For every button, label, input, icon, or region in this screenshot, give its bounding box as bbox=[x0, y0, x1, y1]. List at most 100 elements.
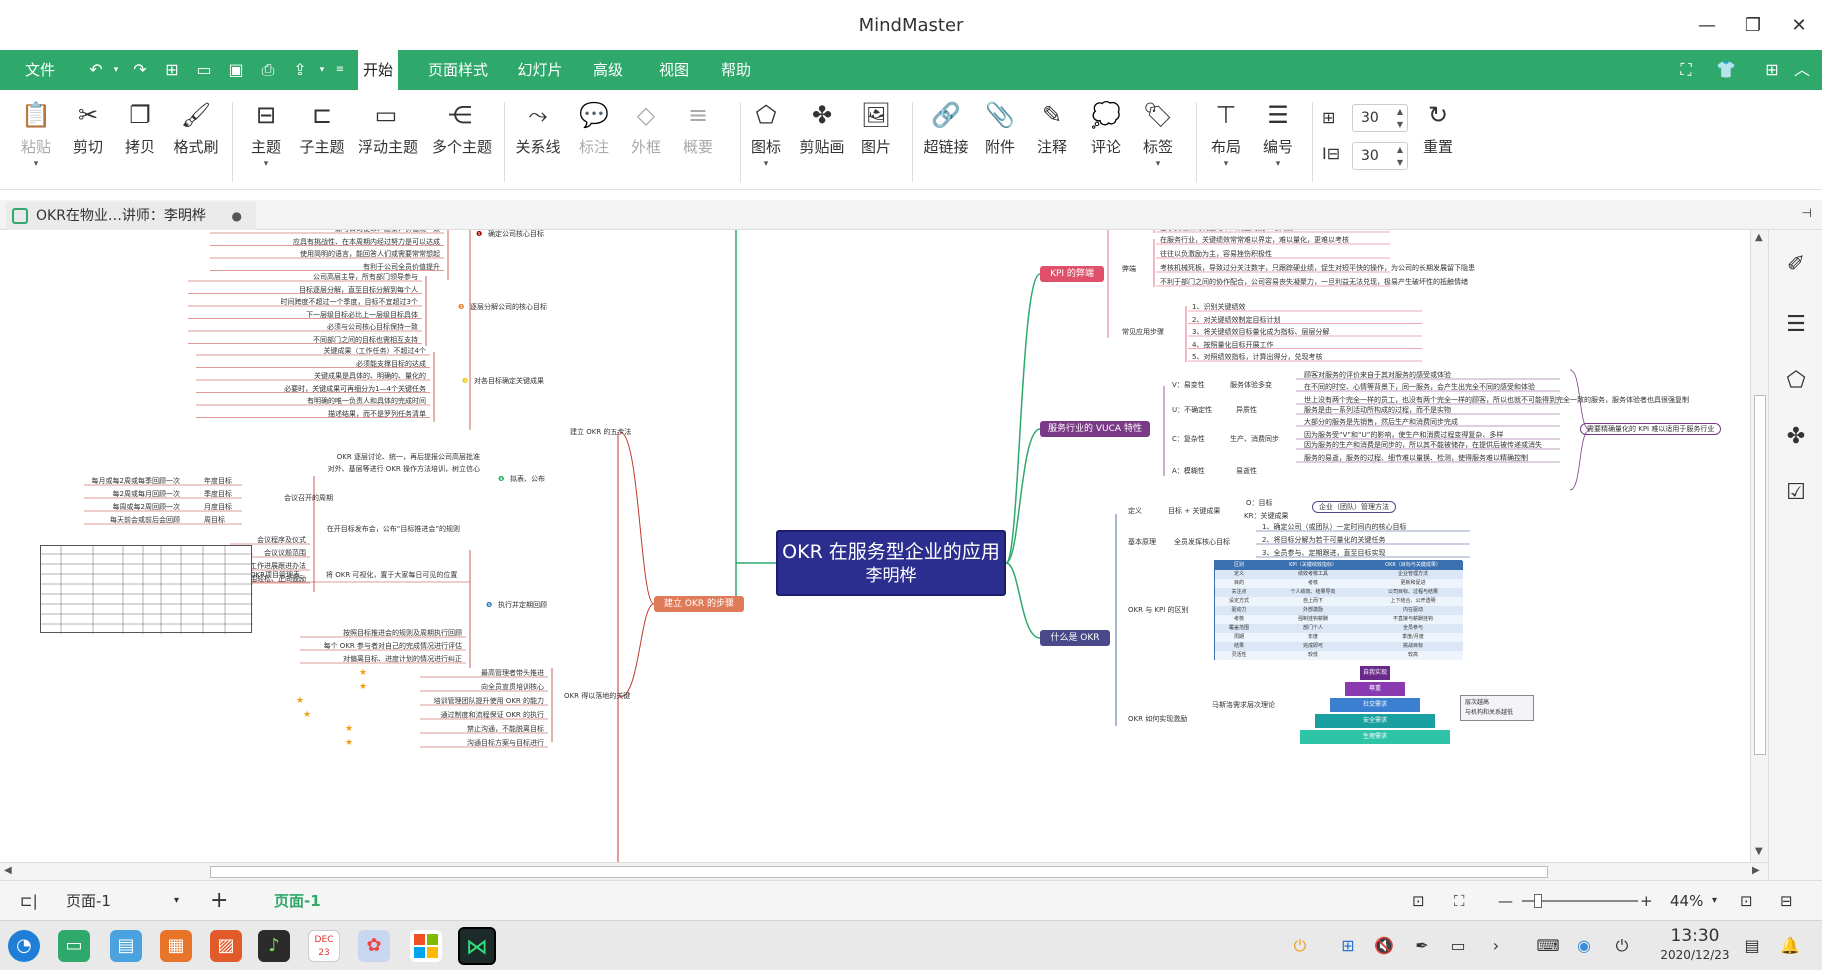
vuca-u-label[interactable]: U：不确定性 bbox=[1172, 406, 1213, 414]
fit-width-icon[interactable]: ⛶ bbox=[1454, 892, 1465, 910]
tab-advanced[interactable]: 高级 bbox=[592, 61, 623, 79]
cut-button[interactable]: ✂ 剪切 bbox=[60, 100, 116, 157]
scroll-right-icon[interactable]: ▶ bbox=[1752, 865, 1760, 876]
okr-definition-key[interactable]: 目标 + 关键成果 bbox=[1168, 507, 1221, 515]
tag-button[interactable]: 🏷 标签 ▾ bbox=[1130, 100, 1186, 169]
horizontal-scroll-thumb[interactable] bbox=[210, 866, 1548, 878]
step4-item[interactable]: 会议召开的周期 bbox=[284, 494, 333, 502]
callout-button[interactable]: 💬 标注 bbox=[566, 100, 622, 157]
maslow-pyramid-image[interactable]: 自我实现尊重社交需求安全需求生理需求 bbox=[1300, 666, 1450, 746]
vuca-v-label[interactable]: V：易变性 bbox=[1172, 381, 1205, 389]
okr-principle-item[interactable]: 1、确定公司（或团队）一定时间内的核心目标 bbox=[1262, 523, 1407, 531]
step3-topic[interactable]: 对各目标确定关键成果 bbox=[474, 377, 544, 385]
image-viewer-icon[interactable]: ▨ bbox=[210, 930, 242, 962]
tab-page-style[interactable]: 页面样式 bbox=[427, 61, 488, 79]
vuca-conclusion[interactable]: 需要精确量化的 KPI 难以适用于服务行业 bbox=[1580, 423, 1722, 435]
close-button[interactable]: ✕ bbox=[1791, 14, 1807, 36]
clipart-button[interactable]: ✤ 剪贴画 bbox=[794, 100, 850, 157]
step5-topic[interactable]: 执行并定期回顾 bbox=[498, 601, 547, 609]
horizontal-scrollbar[interactable]: ◀ ▶ bbox=[0, 862, 1768, 880]
vuca-item[interactable]: 服务的易逝，服务的过程、细节难以量换、检测，使得服务难以精确控制 bbox=[1304, 454, 1528, 462]
app-store-icon[interactable]: ▦ bbox=[160, 930, 192, 962]
reset-button[interactable]: ↻ 重置 bbox=[1410, 100, 1466, 157]
scroll-down-icon[interactable]: ▼ bbox=[1755, 846, 1763, 857]
step3-item[interactable]: 必要时，关键成果可再细分为1—4个关键任务 bbox=[284, 384, 426, 393]
okr-project-table-image[interactable] bbox=[40, 545, 253, 634]
step5-item[interactable]: 每个 OKR 参与者对自己的完成情况进行评估 bbox=[323, 642, 462, 650]
hyperlink-button[interactable]: 🔗 超链接 bbox=[918, 100, 974, 157]
main-topic-what-is-okr[interactable]: 什么是 OKR bbox=[1040, 630, 1110, 646]
outline-panel-icon[interactable]: ☰ bbox=[1786, 312, 1806, 337]
calendar-app-icon[interactable]: DEC 23 bbox=[308, 930, 340, 962]
vuca-item[interactable]: 在不同的时空、心情等背景下，同一服务，会产生出完全不同的感受和体验 bbox=[1304, 383, 1535, 391]
step5-item[interactable]: OKR项目管理表 bbox=[250, 571, 300, 579]
start-menu-icon[interactable]: ◔ bbox=[8, 930, 40, 962]
step4-item[interactable]: 在开目标发布会，公布“目标推进会”的规则 bbox=[326, 525, 460, 533]
vuca-c-key[interactable]: 生产、消费同步 bbox=[1230, 435, 1279, 443]
meeting-cycle-interval[interactable]: 每周或每2周回顾一次 bbox=[112, 503, 180, 511]
step1-topic[interactable]: 确定公司核心目标 bbox=[488, 230, 544, 238]
numbering-button[interactable]: ☰ 编号 ▾ bbox=[1250, 100, 1306, 169]
subtopic-button[interactable]: ⊏ 子主题 bbox=[294, 100, 350, 157]
apps-icon[interactable]: ⊞ bbox=[1765, 60, 1779, 79]
vuca-item[interactable]: 服务是由一系列活动所构成的过程，而不是实物 bbox=[1304, 406, 1451, 414]
kpi-steps-label[interactable]: 常见应用步骤 bbox=[1122, 328, 1164, 336]
okr-method-badge[interactable]: 企业（团队）管理方法 bbox=[1312, 501, 1396, 513]
key-item[interactable]: 培训管理团队提升使用 OKR 的能力 bbox=[433, 697, 544, 705]
step2-item[interactable]: 必须与公司核心目标保持一致 bbox=[327, 323, 418, 331]
kpi-cons-item[interactable]: 往往以负激励为主，容易挫伤积极性 bbox=[1160, 250, 1272, 258]
globe-tray-icon[interactable]: ◉ bbox=[1577, 936, 1591, 955]
step2-item[interactable]: 时间跨度不超过一个季度，目标不宜超过3个 bbox=[280, 298, 418, 306]
image-button[interactable]: 🖼 图片 bbox=[848, 100, 904, 157]
key-item[interactable]: 向全员宣贯培训核心 bbox=[481, 683, 544, 691]
multiple-topics-button[interactable]: ⋲ 多个主题 bbox=[432, 101, 493, 156]
clock[interactable]: 13:30 2020/12/23 bbox=[1650, 925, 1740, 963]
step4-item[interactable]: OKR 逐层讨论、统一，再后提报公司高层批准 bbox=[336, 453, 480, 461]
step3-item[interactable]: 有明确的唯一负责人和具体的完成时间 bbox=[307, 397, 426, 405]
central-topic[interactable]: OKR 在服务型企业的应用 李明桦 bbox=[776, 530, 1006, 596]
tab-page-1[interactable]: 页面-1 bbox=[274, 892, 321, 910]
minimize-button[interactable]: — bbox=[1698, 14, 1716, 36]
menu-file[interactable]: 文件 bbox=[24, 61, 55, 79]
okr-principle-label[interactable]: 基本原理 bbox=[1128, 538, 1156, 546]
kpi-pros-item[interactable]: 基于实现公司利益与个人利益的统一与共赢 bbox=[1160, 230, 1293, 233]
meeting-cycle-target[interactable]: 季度目标 bbox=[204, 490, 232, 498]
step2-item[interactable]: 下一层级目标必比上一层级目标具体 bbox=[306, 310, 418, 319]
print-icon[interactable]: ⎙ bbox=[261, 60, 275, 79]
kpi-cons-item[interactable]: 在服务行业，关键绩效常常难以界定，难以量化，更难以考核 bbox=[1160, 236, 1349, 244]
meeting-item[interactable]: 会议议题范围 bbox=[264, 549, 306, 557]
vertical-scrollbar[interactable]: ▲ ▼ bbox=[1750, 230, 1768, 862]
kpi-steps-item[interactable]: 5、对照绩效指标，计算出得分，兑现考核 bbox=[1192, 353, 1323, 361]
notification-bell-icon[interactable]: 🔔 bbox=[1780, 936, 1800, 955]
meeting-cycle-target[interactable]: 月度目标 bbox=[204, 503, 232, 511]
fullscreen-icon[interactable]: ⛶ bbox=[1680, 60, 1692, 79]
layout-button[interactable]: ⊤ 布局 ▾ bbox=[1198, 100, 1254, 169]
zoom-level[interactable]: 44% bbox=[1670, 892, 1704, 910]
task-panel-icon[interactable]: ☑ bbox=[1786, 480, 1806, 505]
key-item[interactable]: 通过制度和流程保证 OKR 的执行 bbox=[440, 711, 544, 719]
okr-definition-kr[interactable]: KR：关键成果 bbox=[1244, 512, 1289, 520]
volume-mute-icon[interactable]: 🔇 bbox=[1374, 936, 1394, 955]
kpi-cons-item[interactable]: 考核机械死板，导致过分关注数字，只跟踪硬业绩，促生对短平快的操作，为公司的长期发… bbox=[1160, 264, 1475, 272]
horizontal-spacing-input[interactable]: 30 ▲▼ bbox=[1352, 104, 1408, 132]
tab-start[interactable]: 开始 bbox=[358, 50, 398, 90]
tray-expand-icon[interactable]: › bbox=[1492, 936, 1500, 955]
step1-item[interactable]: 有利于公司全员价值提升 bbox=[363, 262, 440, 271]
meeting-cycle-interval[interactable]: 每2周或每月回顾一次 bbox=[112, 490, 180, 498]
pin-icon[interactable]: ⊣ bbox=[1801, 206, 1812, 220]
document-tab[interactable]: OKR在物业…讲师：李明桦 ● bbox=[6, 202, 256, 230]
relationship-button[interactable]: ⤳ 关系线 bbox=[510, 100, 566, 157]
update-tray-icon[interactable]: ⏻ bbox=[1293, 936, 1307, 955]
mindmaster-app-icon[interactable]: ⋈ bbox=[458, 927, 496, 965]
zoom-slider[interactable] bbox=[1522, 894, 1638, 908]
step5-item[interactable]: 对偏离目标、进度计划的情况进行纠正 bbox=[343, 655, 462, 663]
step2-item[interactable]: 不同部门之间的目标也需相互支持 bbox=[313, 335, 418, 344]
step3-item[interactable]: 关键成果（工作任务）不超过4个 bbox=[323, 347, 426, 355]
kpi-cons-item[interactable]: 不利于部门之间的协作配合，公司容易丧失凝聚力，一旦利益无法兑现，极易产生破坏性的… bbox=[1160, 278, 1468, 286]
icon-panel-icon[interactable]: ⬠ bbox=[1786, 368, 1806, 393]
tab-help[interactable]: 帮助 bbox=[720, 61, 751, 79]
vuca-item[interactable]: 顾客对服务的评价来自于其对服务的感受或体验 bbox=[1304, 371, 1451, 379]
add-page-button[interactable]: + bbox=[210, 888, 229, 913]
page-select[interactable]: 页面-1 ▾ bbox=[66, 881, 186, 921]
vuca-a-key[interactable]: 易逝性 bbox=[1236, 467, 1257, 475]
